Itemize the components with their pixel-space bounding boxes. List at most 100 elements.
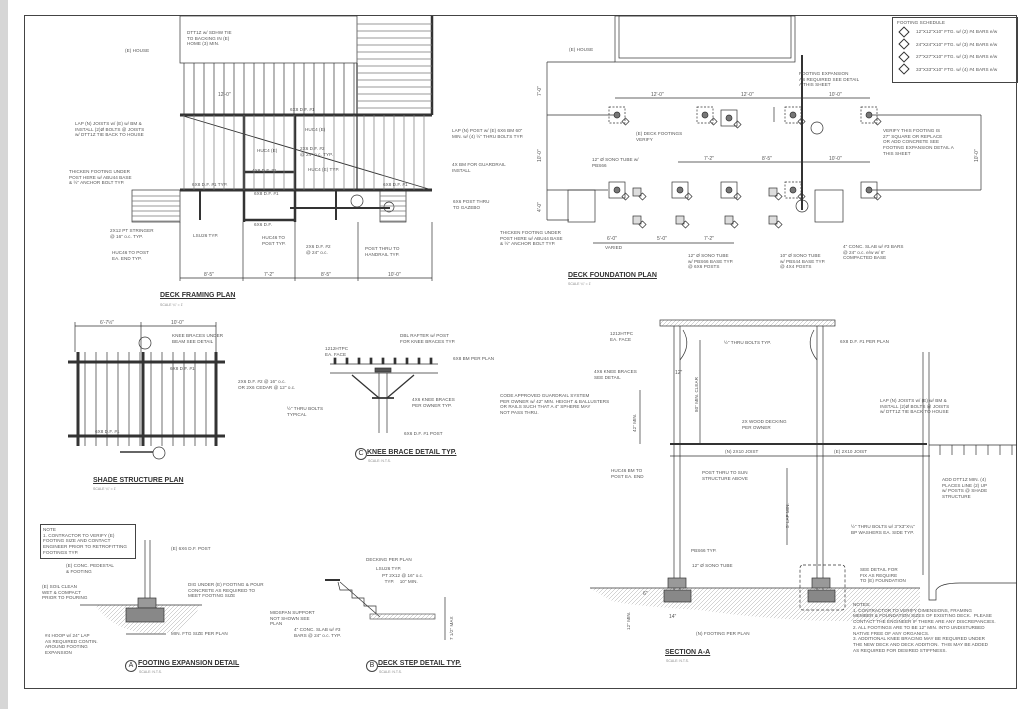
footing-label: (E) SOIL CLEAN WET & COMPACT PRIOR TO PO… bbox=[42, 584, 88, 601]
foundation-dim: 10'-0" bbox=[974, 149, 980, 162]
framing-label: 6X6 D.F. bbox=[254, 222, 273, 227]
framing-label: (E) HOUSE bbox=[125, 48, 150, 53]
footing-diamond-icon bbox=[733, 192, 742, 201]
framing-label: HUC46 TO POST TYP. bbox=[262, 235, 286, 246]
rafter-block bbox=[405, 357, 409, 365]
knee-label: 6X6 D.F. #1 POST bbox=[404, 431, 443, 436]
schedule-row: 12"X12"X10" FTG. w/ (2) #4 BARS e/w bbox=[897, 26, 1013, 39]
foundation-plan-drawing bbox=[546, 15, 982, 244]
knee-brace-scale: SCALE: N.T.S. bbox=[368, 459, 391, 463]
deck-step-scale: SCALE: N.T.S. bbox=[379, 670, 402, 674]
footing-diamond-icon bbox=[898, 51, 910, 63]
foundation-label: (E) HOUSE bbox=[569, 47, 594, 52]
foundation-label: 12" Ø SONO TUBE w/ PBS66 bbox=[592, 157, 639, 168]
section-label: (N) 2X10 JOIST bbox=[725, 449, 759, 454]
footing-square bbox=[860, 181, 878, 199]
footing-diamond-icon bbox=[709, 117, 718, 126]
section-label: 2X WOOD DECKING PER OWNER bbox=[742, 419, 787, 430]
rafter-block bbox=[429, 357, 433, 365]
step-label: MIDSPAN SUPPORT NOT SHOWN SEE PLAN bbox=[270, 610, 315, 627]
foundation-dim: 6'-0" bbox=[607, 236, 617, 242]
footing-diamond-icon bbox=[898, 26, 910, 38]
foundation-dim: 4'-0" bbox=[537, 202, 543, 212]
footing-schedule-title: FOOTING SCHEDULE bbox=[897, 20, 946, 25]
shade-label: 2X6 D.F. #2 @ 16" o.c. OR 2X6 CEDAR @ 12… bbox=[238, 379, 296, 390]
footing-square bbox=[784, 181, 802, 199]
foundation-dim: 10'-0" bbox=[829, 156, 842, 162]
section-label: ½" THRU BOLTS w/ 3"X3"X¼" BP WASHERS EA.… bbox=[851, 524, 915, 535]
foundation-label: VERIFY THIS FOOTING IS 27" SQUARE OR REP… bbox=[883, 128, 954, 156]
footing-label: #4 HOOP w/ 24" LAP AS REQUIRED CONTIN. A… bbox=[45, 633, 98, 656]
framing-label: LSU26 TYP. bbox=[193, 233, 219, 238]
rafter-block bbox=[369, 357, 373, 365]
framing-label: 6X6 POST THRU TO GAZEBO bbox=[453, 199, 490, 210]
foundation-dim: 7'-0" bbox=[537, 86, 543, 96]
framing-label: 2X6 D.F. #2 @ 24" o.c. bbox=[306, 244, 331, 255]
foundation-dim: 5'-0" bbox=[657, 236, 667, 242]
section-scale: SCALE: N.T.S. bbox=[666, 659, 689, 663]
sono-tube-circle bbox=[725, 114, 733, 122]
existing-house bbox=[179, 15, 358, 64]
shade-label: 6X8 D.F. #1 bbox=[170, 366, 195, 371]
section-label: PBS66 TYP. bbox=[691, 548, 717, 553]
section-label: 6X8 D.F. #1 PER PLAN bbox=[840, 339, 890, 344]
footing-note-box: NOTE 1. CONTRACTOR TO VERIFY (E) FOOTING… bbox=[40, 524, 136, 559]
footing-diamond-icon bbox=[873, 117, 882, 126]
rafter-block bbox=[357, 357, 361, 365]
rafter-block bbox=[381, 357, 385, 365]
sono-tube-circle bbox=[676, 186, 684, 194]
schedule-item: 27"X27"X10" FTG. w/ (3) #4 BARS e/w bbox=[916, 54, 998, 60]
foundation-dim: 12'-0" bbox=[741, 92, 754, 98]
section-label: (N) FOOTING PER PLAN bbox=[696, 631, 750, 636]
footing-diamond-icon bbox=[797, 192, 806, 201]
framing-label: 2X6 D.F. #2 @ 24" o.c. TYP. bbox=[300, 146, 333, 157]
footing-diamond-icon bbox=[898, 38, 910, 51]
knee-label: DBL RAFTER w/ POST FOR KNEE BRACES TYP. bbox=[400, 333, 456, 344]
footing-square bbox=[608, 106, 626, 124]
foundation-plan-scale: SCALE ¼" = 1' bbox=[568, 282, 592, 286]
footing-expansion-title: FOOTING EXPANSION DETAIL bbox=[138, 660, 240, 667]
schedule-item: 12"X12"X10" FTG. w/ (2) #4 BARS e/w bbox=[916, 29, 998, 35]
deck-step-title: DECK STEP DETAIL TYP. bbox=[378, 660, 462, 667]
foundation-dim: 7'-2" bbox=[704, 156, 714, 162]
framing-dim: 8'-5" bbox=[321, 272, 331, 278]
section-label: SEE DETAIL FOR FIX AS REQUIRE TO (E) FOU… bbox=[860, 567, 906, 584]
knee-label: 4X6 KNEE BRACES PER OWNER TYP. bbox=[412, 397, 455, 408]
footing-square bbox=[671, 181, 689, 199]
post-base-square bbox=[675, 215, 685, 225]
sono-tube-circle bbox=[701, 111, 709, 119]
step-label: 4" CONC. SLAB w/ #3 BARS @ 24" o.c. TYP. bbox=[294, 627, 341, 638]
general-notes: NOTES: 1. CONTRACTOR TO VERIFY DIMENSION… bbox=[853, 602, 996, 653]
section-dim: 6" bbox=[643, 591, 648, 597]
section-label: ½" THRU BOLTS TYP. bbox=[724, 340, 772, 345]
footing-diamond-icon bbox=[684, 192, 693, 201]
section-aa-drawing bbox=[590, 319, 1017, 622]
section-label: 12" Ø SONO TUBE bbox=[692, 563, 733, 568]
schedule-row: 33"X33"X10" FTG. w/ (4) #4 BARS e/w bbox=[897, 63, 1013, 76]
foundation-label: (E) DECK FOOTINGS VERIFY bbox=[636, 131, 683, 142]
detail-marker-a: A bbox=[125, 660, 137, 672]
footing-square bbox=[696, 106, 714, 124]
footing-square bbox=[784, 106, 802, 124]
footing-diamond-icon bbox=[733, 120, 742, 129]
section-label: 1212HTPC EA. FACE bbox=[610, 331, 634, 342]
foundation-label: VARIED bbox=[605, 245, 623, 250]
rafter-block bbox=[345, 357, 349, 365]
post-base-square bbox=[632, 187, 642, 197]
detail-marker-c: C bbox=[355, 448, 367, 460]
schedule-row: 24"X24"X10" FTG. w/ (3) #4 BARS e/w bbox=[897, 38, 1013, 51]
step-label: PT 2X12 @ 16" o.c. TYP. 10" MIN. bbox=[382, 573, 424, 584]
framing-label: LAP (N) JOISTS w/ (E) w/ BM & INSTALL (2… bbox=[75, 121, 145, 138]
drawing-sheet-border bbox=[24, 15, 1017, 689]
framing-label: 4X BM FOR GUARDRAIL INSTALL bbox=[452, 162, 506, 173]
post-base-square bbox=[632, 215, 642, 225]
foundation-dim: 12'-0" bbox=[651, 92, 664, 98]
section-dim: 80" MIN. CLEAR bbox=[694, 376, 699, 412]
foundation-dim: 10'-0" bbox=[829, 92, 842, 98]
framing-label: 2X12 PT STRINGER @ 16" o.c. TYP. bbox=[110, 228, 154, 239]
foundation-label: 10" Ø SONO TUBE w/ PBS44 BASE TYP. @ 4X4… bbox=[780, 253, 826, 270]
framing-label: 6X8 D.F. #1 bbox=[254, 191, 279, 196]
shade-structure-plan-drawing bbox=[68, 325, 225, 460]
framing-dim: 10'-0" bbox=[388, 272, 401, 278]
